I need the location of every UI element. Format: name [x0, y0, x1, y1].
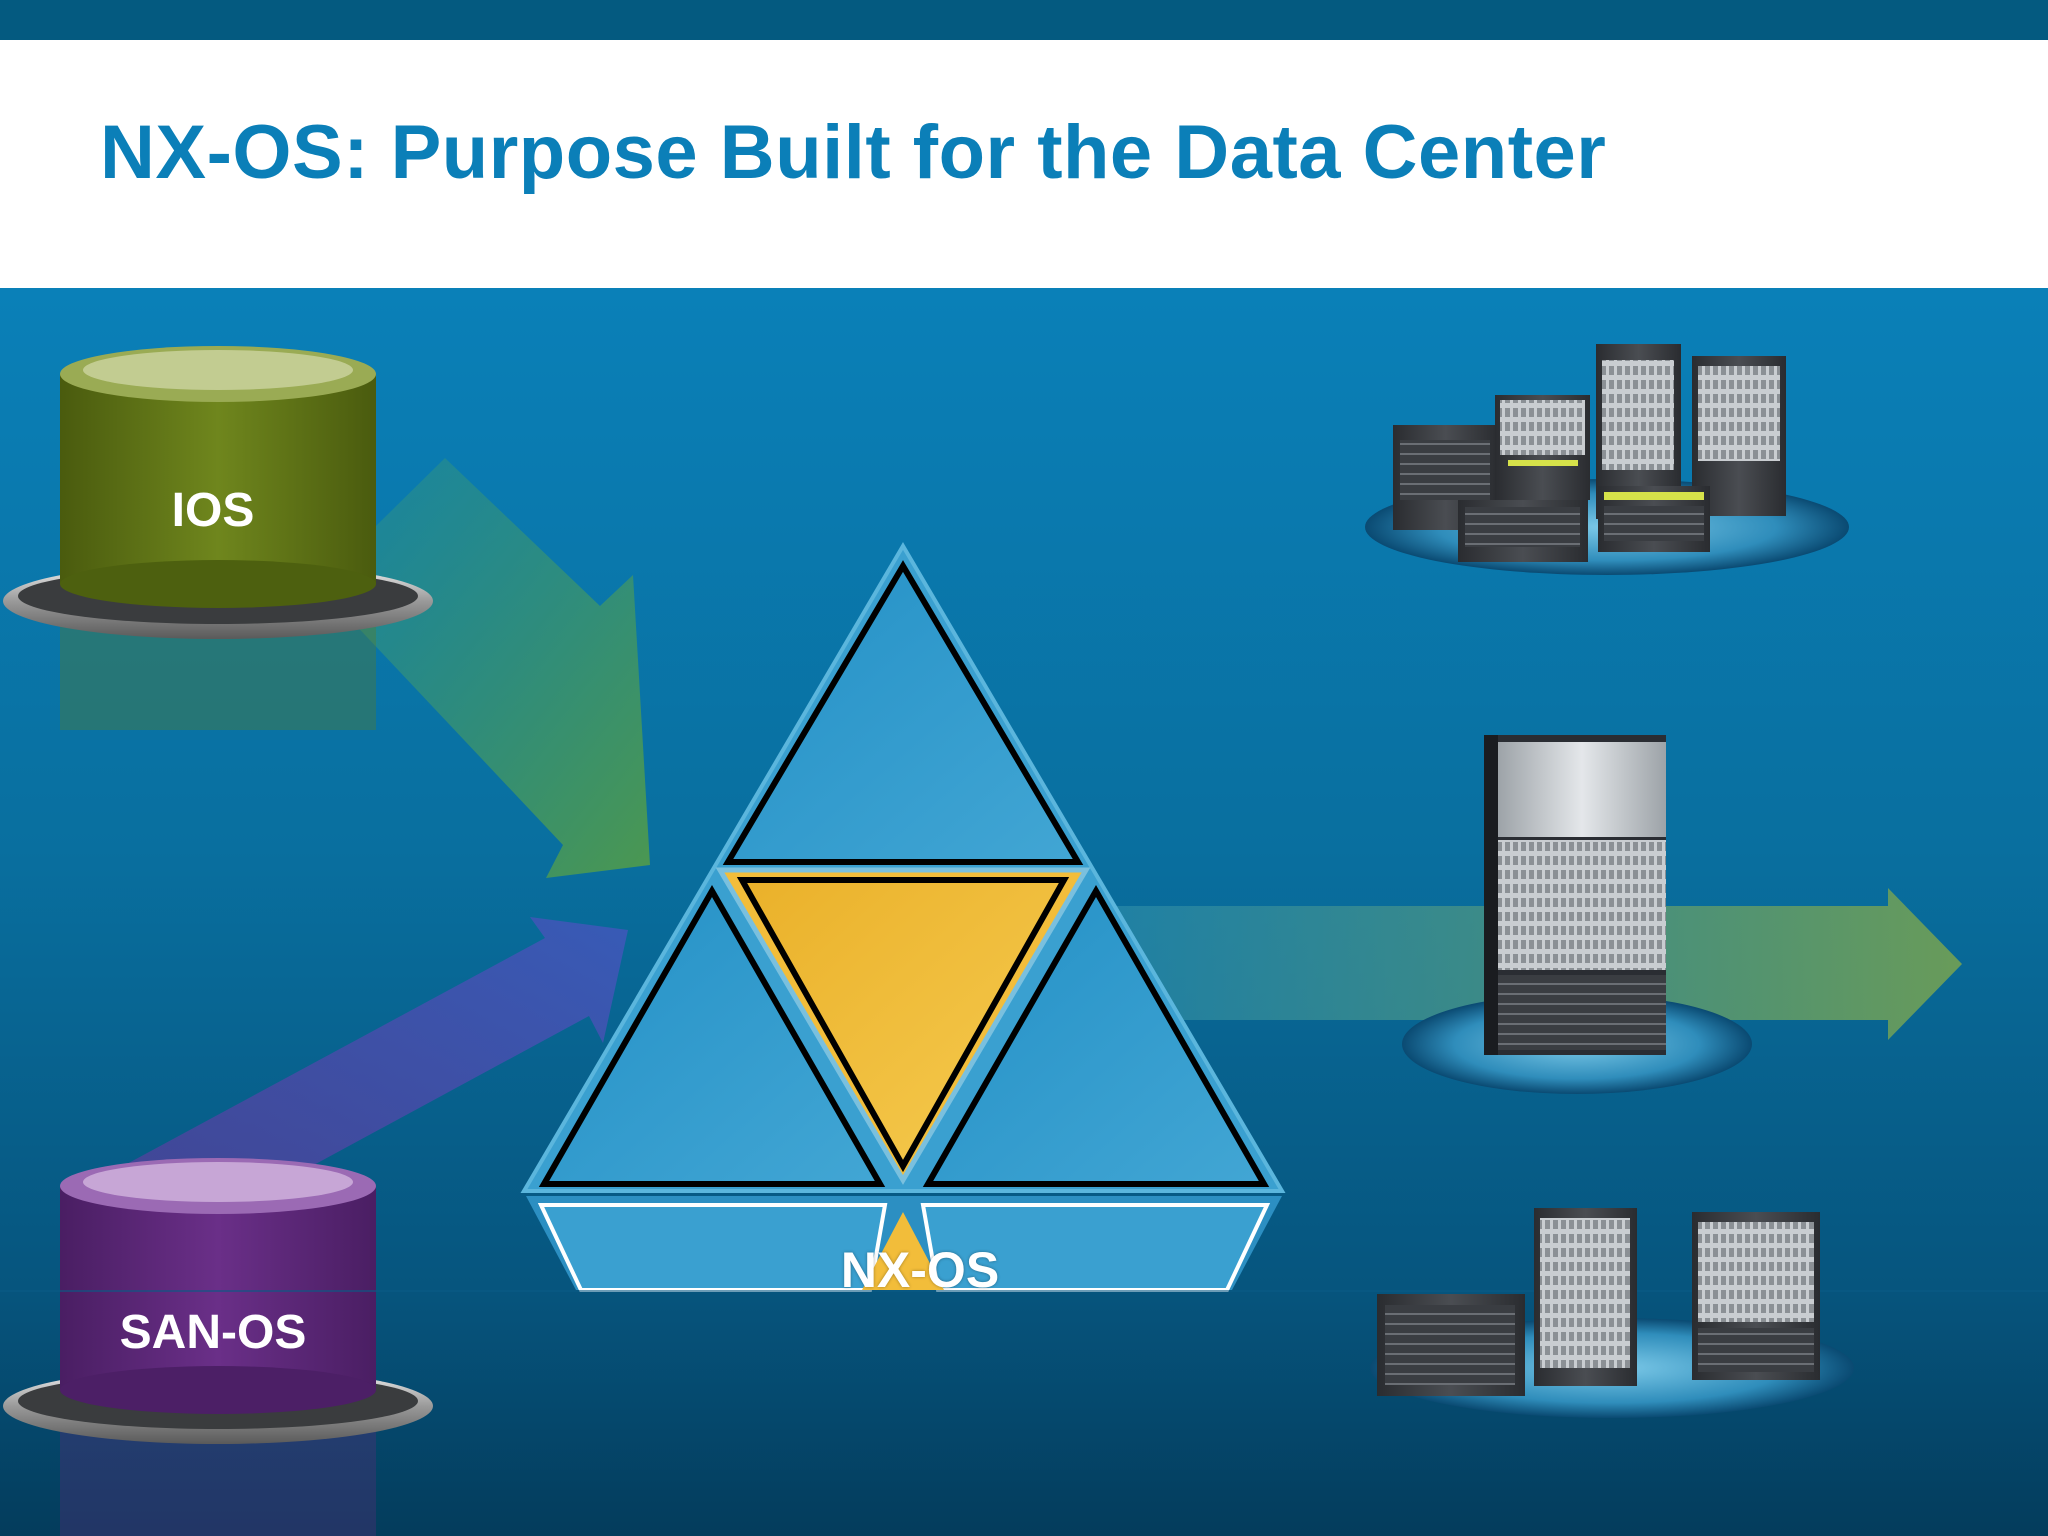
nx-os-pyramid-icon [520, 542, 1286, 1292]
ios-label: IOS [171, 484, 255, 537]
slide-title: NX-OS: Purpose Built for the Data Center [100, 110, 1607, 195]
nx-os-label: NX-OS [840, 1242, 1000, 1298]
platform-chassis-switch-middle [1402, 735, 1752, 1094]
pyramid-right-triangle [922, 884, 1270, 1187]
platform-switch-family-bottom [1370, 1208, 1854, 1418]
pyramid-left-triangle [538, 884, 886, 1187]
pyramid-center-gold-triangle [736, 877, 1070, 1173]
platform-switch-family-top [1365, 344, 1849, 575]
san-cylinder-icon [3, 1158, 433, 1536]
san-os-label: SAN-OS [119, 1306, 307, 1359]
san-arrow [125, 917, 628, 1232]
top-band [0, 0, 2048, 40]
ios-cylinder-icon [3, 346, 433, 730]
pyramid-top-triangle [722, 560, 1084, 865]
ios-arrow [317, 458, 650, 878]
